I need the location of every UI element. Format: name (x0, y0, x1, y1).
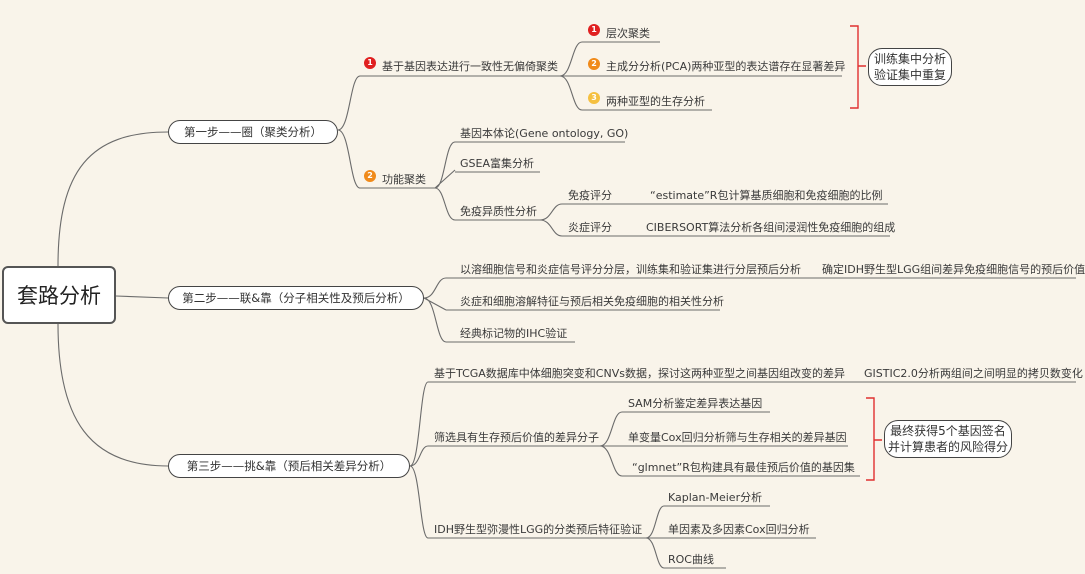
badge-1: 1 (364, 57, 376, 69)
connector-root-step2 (115, 295, 169, 299)
step3-node[interactable]: 第三步——挑&靠（预后相关差异分析） (168, 454, 410, 478)
node-glmnet[interactable]: “glmnet”R包构建具有最佳预后价值的基因集 (632, 461, 855, 474)
note-line: 训练集中分析 (873, 52, 946, 66)
connector-step1-sub2 (337, 129, 361, 189)
node-univariate-cox[interactable]: 单变量Cox回归分析筛与生存相关的差异基因 (628, 431, 847, 444)
node-consensus-clustering[interactable]: 基于基因表达进行一致性无偏倚聚类 (382, 60, 558, 73)
badge-2: 2 (364, 170, 376, 182)
connector-sub1-children (559, 41, 583, 111)
connector-immune-children (539, 203, 563, 237)
note-training-validation[interactable]: 训练集中分析 验证集中重复 (868, 48, 952, 86)
node-survival-analysis[interactable]: 两种亚型的生存分析 (606, 95, 705, 108)
node-stratified-prognosis[interactable]: 以溶细胞信号和炎症信号评分分层，训练集和验证集进行分层预后分析 (460, 263, 801, 276)
node-immune-heterogeneity[interactable]: 免疫异质性分析 (460, 205, 537, 218)
note-line: 验证集中重复 (873, 68, 946, 82)
node-go[interactable]: 基因本体论(Gene ontology, GO) (460, 127, 629, 140)
node-functional-clustering[interactable]: 功能聚类 (382, 173, 426, 186)
node-correlation-analysis[interactable]: 炎症和细胞溶解特征与预后相关免疫细胞的相关性分析 (460, 295, 724, 308)
bracket-step1 (850, 25, 866, 109)
connector-sub2-children (434, 141, 456, 221)
connector-root-step3 (57, 323, 169, 467)
step1-node[interactable]: 第一步——圈（聚类分析） (168, 120, 338, 144)
node-idh-validation[interactable]: IDH野生型弥漫性LGG的分类预后特征验证 (434, 523, 643, 536)
badge-3: 3 (588, 92, 600, 104)
node-estimate[interactable]: “estimate”R包计算基质细胞和免疫细胞的比例 (650, 189, 883, 202)
connector-s33-children (645, 505, 665, 569)
node-gsea[interactable]: GSEA富集分析 (460, 157, 534, 170)
connector-root-step1 (57, 131, 169, 267)
node-idh-prognostic-value[interactable]: 确定IDH野生型LGG组间差异免疫细胞信号的预后价值 (822, 263, 1085, 276)
badge-1: 1 (588, 24, 600, 36)
node-inflammation-score[interactable]: 炎症评分 (568, 221, 612, 234)
connector-step2-children (423, 277, 447, 343)
bracket-step3 (866, 397, 882, 481)
node-sam[interactable]: SAM分析鉴定差异表达基因 (628, 397, 763, 410)
node-ihc-validation[interactable]: 经典标记物的IHC验证 (460, 327, 568, 340)
node-hierarchical-clustering[interactable]: 层次聚类 (606, 27, 650, 40)
node-pca[interactable]: 主成分分析(PCA)两种亚型的表达谱存在显著差异 (606, 60, 846, 73)
node-multivariate-cox[interactable]: 单因素及多因素Cox回归分析 (668, 523, 810, 536)
node-gistic[interactable]: GISTIC2.0分析两组间之间明显的拷贝数变化 (864, 367, 1083, 380)
node-roc[interactable]: ROC曲线 (668, 553, 714, 566)
badge-2: 2 (588, 58, 600, 70)
node-tcga-genomic[interactable]: 基于TCGA数据库中体细胞突变和CNVs数据，探讨这两种亚型之间基因组改变的差异 (434, 367, 845, 380)
step2-node[interactable]: 第二步——联&靠（分子相关性及预后分析） (168, 286, 424, 310)
node-kaplan-meier[interactable]: Kaplan-Meier分析 (668, 491, 763, 504)
root-node[interactable]: 套路分析 (2, 266, 116, 324)
connector-step3-children (409, 381, 429, 539)
note-line: 最终获得5个基因签名 (890, 424, 1006, 438)
node-differential-molecules[interactable]: 筛选具有生存预后价值的差异分子 (434, 431, 599, 444)
note-gene-signature[interactable]: 最终获得5个基因签名 并计算患者的风险得分 (884, 420, 1012, 458)
note-line: 并计算患者的风险得分 (887, 440, 1008, 454)
node-immune-score[interactable]: 免疫评分 (568, 189, 612, 202)
node-cibersort[interactable]: CIBERSORT算法分析各组间浸润性免疫细胞的组成 (646, 221, 896, 234)
connector-step1-sub1 (337, 75, 361, 131)
connector-s32-children (599, 411, 623, 477)
